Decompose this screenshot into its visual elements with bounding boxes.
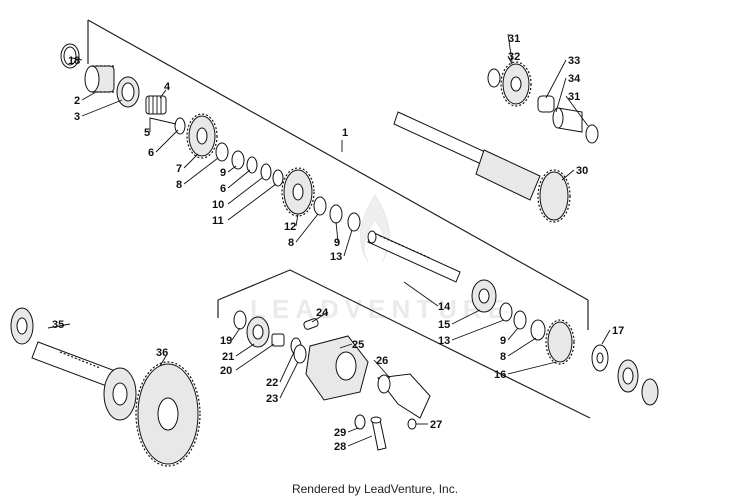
callout-32: 32 [508, 51, 520, 63]
callout-29: 29 [334, 427, 346, 439]
callout-9b: 9 [334, 237, 340, 249]
part-33-spacer [537, 95, 555, 113]
part-14-shaft [367, 230, 461, 283]
part-3-collar [116, 76, 140, 108]
part-9-washer [231, 150, 245, 170]
credit-text: Rendered by LeadVenture, Inc. [291, 482, 459, 496]
callout-11: 11 [212, 215, 224, 227]
callout-23: 23 [266, 393, 278, 405]
part-23-washer [293, 344, 307, 364]
watermark: LEADVENTURE [250, 194, 505, 324]
part-32-gear [500, 61, 532, 107]
part-7-gear [186, 113, 218, 159]
part-28-bolt [370, 416, 387, 451]
callout-21: 21 [222, 351, 234, 363]
part-31-snap-ring [487, 68, 501, 88]
part-9-washer-c [513, 310, 527, 330]
part-13-washer [347, 212, 361, 232]
bearing-right [617, 359, 659, 406]
callout-24: 24 [316, 307, 329, 319]
callout-27: 27 [430, 419, 442, 431]
callout-2: 2 [74, 95, 80, 107]
callout-3: 3 [74, 111, 80, 123]
callout-31b: 31 [568, 91, 580, 103]
part-31-snap-ring-b [585, 124, 599, 144]
callout-14: 14 [438, 301, 451, 313]
callout-25: 25 [352, 339, 364, 351]
part-24-pin [303, 318, 319, 330]
part-25-housing [305, 335, 369, 401]
part-12-gear [281, 167, 315, 217]
part-15-hub [471, 279, 497, 313]
callout-28: 28 [334, 441, 346, 453]
part-16-gear [545, 319, 575, 365]
callout-7: 7 [176, 163, 182, 175]
part-36-large-gear [103, 361, 201, 467]
part-21-hub [246, 316, 270, 348]
leader-lines [47, 33, 611, 447]
callout-20: 20 [220, 365, 232, 377]
callout-8: 8 [176, 179, 182, 191]
callout-31: 31 [508, 33, 520, 45]
assembly-frame-upper [87, 19, 589, 330]
part-13-washer-b [499, 302, 513, 322]
part-8-bearing-c [530, 319, 546, 341]
part-11-washer [272, 169, 284, 187]
callout-30: 30 [576, 165, 588, 177]
assembly-frame-lower [217, 269, 591, 419]
part-26-shift-fork [377, 373, 431, 419]
part-34-sleeve [552, 107, 583, 133]
part-20-bushing [271, 333, 285, 347]
callout-35: 35 [52, 319, 64, 331]
part-8-bearing-b [313, 196, 327, 216]
callout-6b: 6 [220, 183, 226, 195]
callout-33: 33 [568, 55, 580, 67]
part-4-needle-bearing [145, 95, 167, 115]
callout-15: 15 [438, 319, 450, 331]
part-8-bearing [215, 142, 229, 162]
callout-34: 34 [568, 73, 581, 85]
callout-4: 4 [164, 81, 171, 93]
callout-13: 13 [330, 251, 342, 263]
part-19-snap-ring [233, 310, 247, 330]
part-30-input-shaft [393, 111, 571, 223]
callout-19: 19 [220, 335, 232, 347]
part-29-washer [354, 414, 366, 430]
callout-18: 18 [68, 55, 80, 67]
callout-36: 36 [156, 347, 168, 359]
callout-16: 16 [494, 369, 506, 381]
callout-26: 26 [376, 355, 388, 367]
callout-1: 1 [342, 127, 348, 139]
part-10-washer [260, 163, 272, 181]
part-6-washer [246, 156, 258, 174]
callout-12: 12 [284, 221, 296, 233]
callout-9c: 9 [500, 335, 506, 347]
callout-10: 10 [212, 199, 224, 211]
callout-13b: 13 [438, 335, 450, 347]
callout-22: 22 [266, 377, 278, 389]
part-35-output-shaft [10, 307, 119, 389]
callout-8b: 8 [288, 237, 294, 249]
part-9-washer-b [329, 204, 343, 224]
callout-8c: 8 [500, 351, 506, 363]
callout-5: 5 [144, 127, 150, 139]
callout-17: 17 [612, 325, 624, 337]
callout-9: 9 [220, 167, 226, 179]
callout-6: 6 [148, 147, 154, 159]
part-2-gear [84, 65, 115, 93]
part-27-plug [407, 418, 417, 430]
